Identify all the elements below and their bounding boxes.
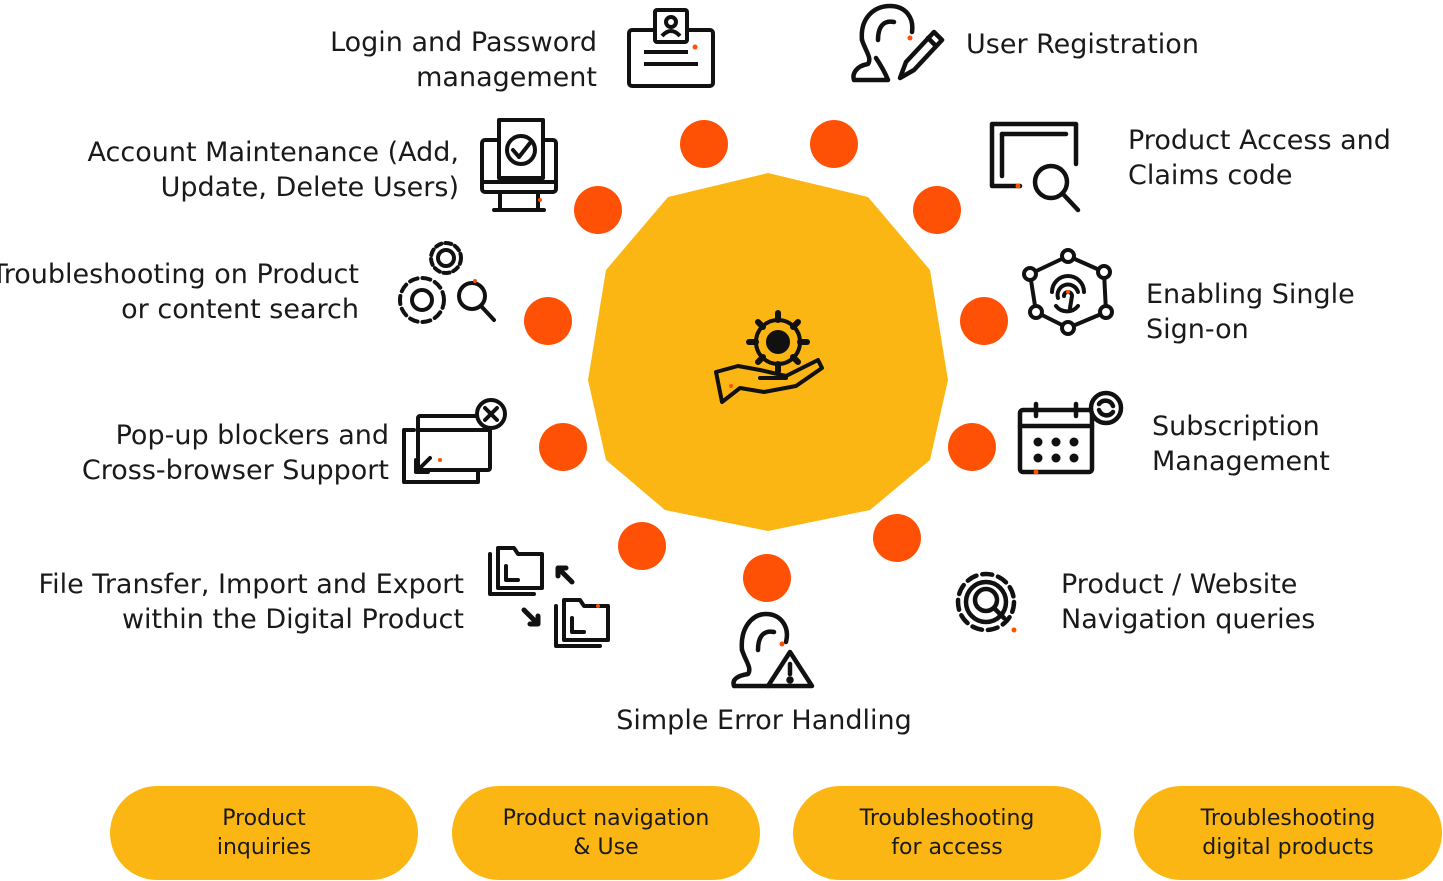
service-label-line: Account Maintenance (Add, [87, 137, 459, 168]
category-pill-line: Troubleshooting [859, 806, 1035, 831]
service-label-line: Login and Password [330, 27, 597, 58]
service-label-troubleshoot-search: Troubleshooting on Product or content se… [0, 257, 359, 327]
service-label-login: Login and Password management [330, 25, 597, 95]
service-label-line: Product Access and [1128, 125, 1391, 156]
service-label-line: management [416, 62, 597, 93]
category-pill-troubleshooting-digital: Troubleshooting digital products [1134, 786, 1442, 880]
service-label-line: Update, Delete Users) [160, 172, 459, 203]
service-label-line: Subscription [1152, 411, 1320, 442]
dot-subscription [948, 423, 996, 471]
service-label-line: Simple Error Handling [616, 705, 912, 736]
service-label-popup: Pop-up blockers and Cross-browser Suppor… [82, 418, 389, 488]
folders-transfer-icon [488, 546, 610, 648]
service-label-line: Claims code [1128, 160, 1293, 191]
id-card-icon [627, 8, 715, 88]
category-pill-line: inquiries [216, 835, 312, 860]
network-fingerprint-icon [1022, 248, 1114, 336]
category-pill-navigation-use: Product navigation & Use [452, 786, 760, 880]
dot-error [743, 554, 791, 602]
hub-polygon [588, 173, 948, 531]
service-label-line: Pop-up blockers and [115, 420, 389, 451]
service-label-access: Product Access and Claims code [1128, 123, 1391, 193]
category-pill-product-inquiries: Product inquiries [110, 786, 418, 880]
screen-search-icon [989, 121, 1081, 213]
category-pill-line: for access [891, 835, 1003, 860]
category-pill-line: & Use [573, 835, 639, 860]
service-label-line: User Registration [966, 29, 1199, 60]
dot-login [680, 120, 728, 168]
dot-troubleshoot-search [524, 297, 572, 345]
user-edit-icon [851, 3, 945, 83]
service-label-line: Sign-on [1146, 314, 1249, 345]
service-label-sso: Enabling Single Sign-on [1146, 277, 1355, 347]
service-label-line: Navigation queries [1061, 604, 1316, 635]
service-label-registration: User Registration [966, 27, 1199, 62]
service-label-line: File Transfer, Import and Export [38, 569, 464, 600]
service-label-line: Enabling Single [1146, 279, 1355, 310]
category-pill-line: Product [222, 806, 306, 831]
category-pill-line: Product navigation [502, 806, 710, 831]
category-pill-line: digital products [1202, 835, 1374, 860]
calendar-sync-icon [1017, 390, 1124, 475]
monitor-checklist-icon [480, 118, 558, 212]
browser-close-icon [402, 398, 507, 484]
support-hand-gear-icon [714, 310, 824, 404]
dot-popup [539, 423, 587, 471]
dot-access [913, 186, 961, 234]
dot-account [574, 186, 622, 234]
dot-file-transfer [618, 522, 666, 570]
service-label-line: within the Digital Product [121, 604, 464, 635]
connector-dots [524, 120, 1008, 602]
dot-registration [810, 120, 858, 168]
service-label-line: Management [1152, 446, 1330, 477]
category-pill-line: Troubleshooting [1200, 806, 1376, 831]
service-label-line: Troubleshooting on Product [0, 259, 359, 290]
gear-search-icon [955, 571, 1017, 633]
dot-navigation [873, 514, 921, 562]
service-label-subscription: Subscription Management [1152, 409, 1330, 479]
service-label-file-transfer: File Transfer, Import and Export within … [39, 567, 464, 637]
service-label-line: or content search [121, 294, 359, 325]
dot-sso [960, 297, 1008, 345]
service-label-account: Account Maintenance (Add, Update, Delete… [88, 135, 459, 205]
service-label-line: Cross-browser Support [81, 455, 389, 486]
service-label-navigation: Product / Website Navigation queries [1061, 567, 1315, 637]
category-pill-troubleshooting-access: Troubleshooting for access [793, 786, 1101, 880]
service-label-line: Product / Website [1061, 569, 1298, 600]
gears-search-icon [398, 241, 496, 324]
user-warning-icon [731, 611, 815, 689]
service-label-error: Simple Error Handling [564, 703, 964, 738]
